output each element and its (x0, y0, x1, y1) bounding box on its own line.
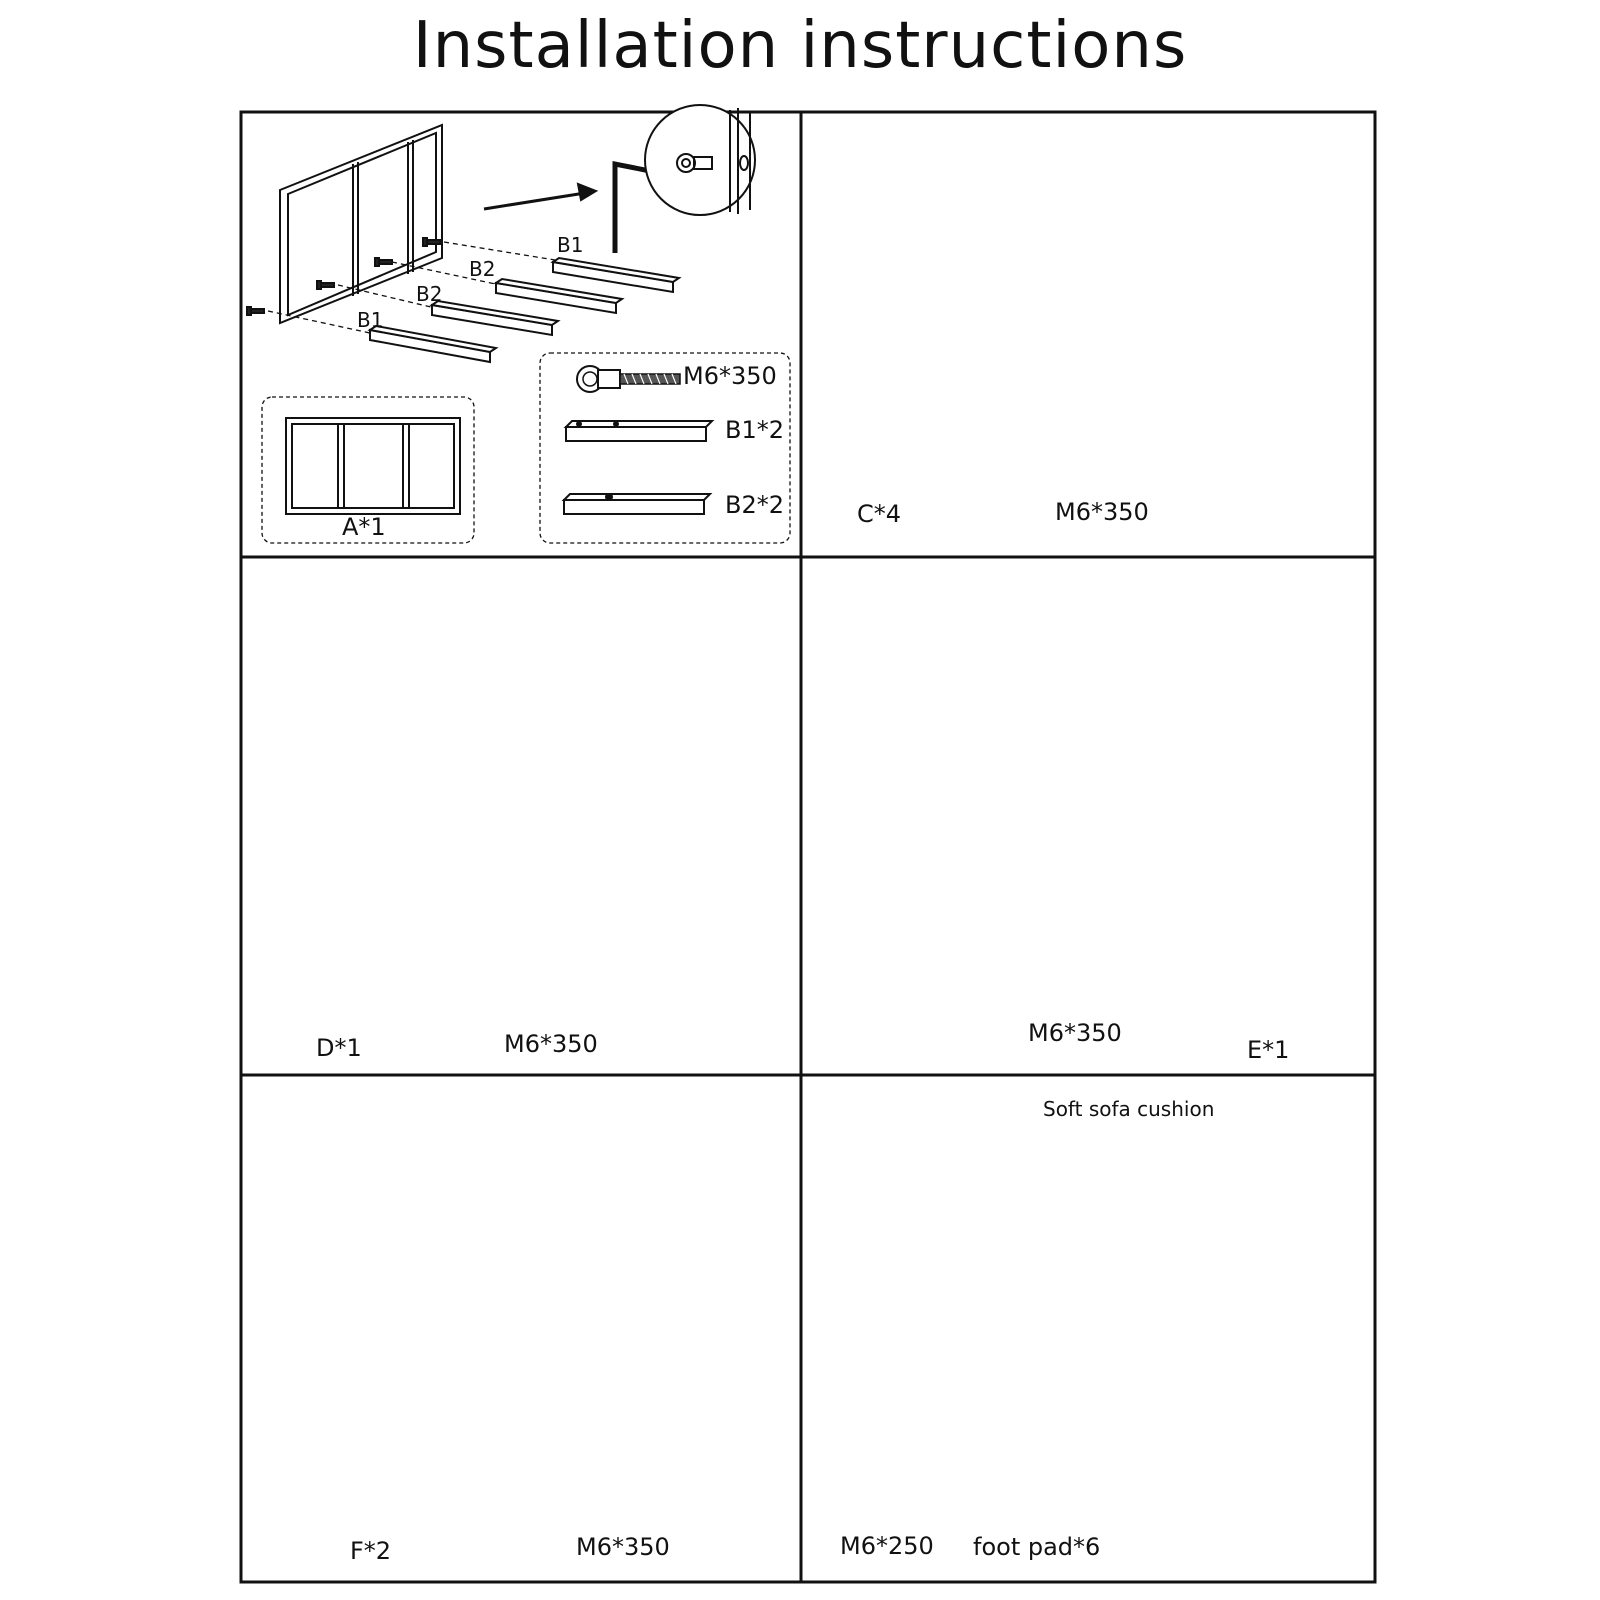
callout-b2-bottom: B2 (416, 282, 443, 306)
cushion-label: Soft sofa cushion (1043, 1097, 1215, 1121)
part-label-bolt-m6-350: M6*350 (1055, 498, 1149, 526)
part-label-bolt-m6-350: M6*350 (576, 1533, 670, 1561)
panel-grid (239, 110, 1377, 1584)
callout-b1-top: B1 (557, 233, 584, 257)
part-label-e: E*1 (1247, 1036, 1290, 1064)
part-label-c: C*4 (857, 500, 902, 528)
part-label-bolt-m6-350: M6*350 (1028, 1019, 1122, 1047)
part-label-bolt-m6-350: M6*350 (504, 1030, 598, 1058)
part-label-foot-pad: foot pad*6 (973, 1533, 1101, 1561)
part-label-b2: B2*2 (725, 491, 785, 519)
part-label-d: D*1 (316, 1034, 362, 1062)
part-label-f: F*2 (350, 1537, 392, 1565)
part-label-wood-screw-m6-250: M6*250 (840, 1532, 934, 1560)
step-1-illustration (246, 104, 791, 544)
callout-b1-bottom: B1 (357, 308, 384, 332)
page-title: Installation instructions (412, 9, 1188, 83)
part-label-a: A*1 (342, 513, 386, 541)
callout-b2-top: B2 (469, 257, 496, 281)
part-label-b1: B1*2 (725, 416, 785, 444)
part-label-bolt-m6-350: M6*350 (683, 362, 777, 390)
